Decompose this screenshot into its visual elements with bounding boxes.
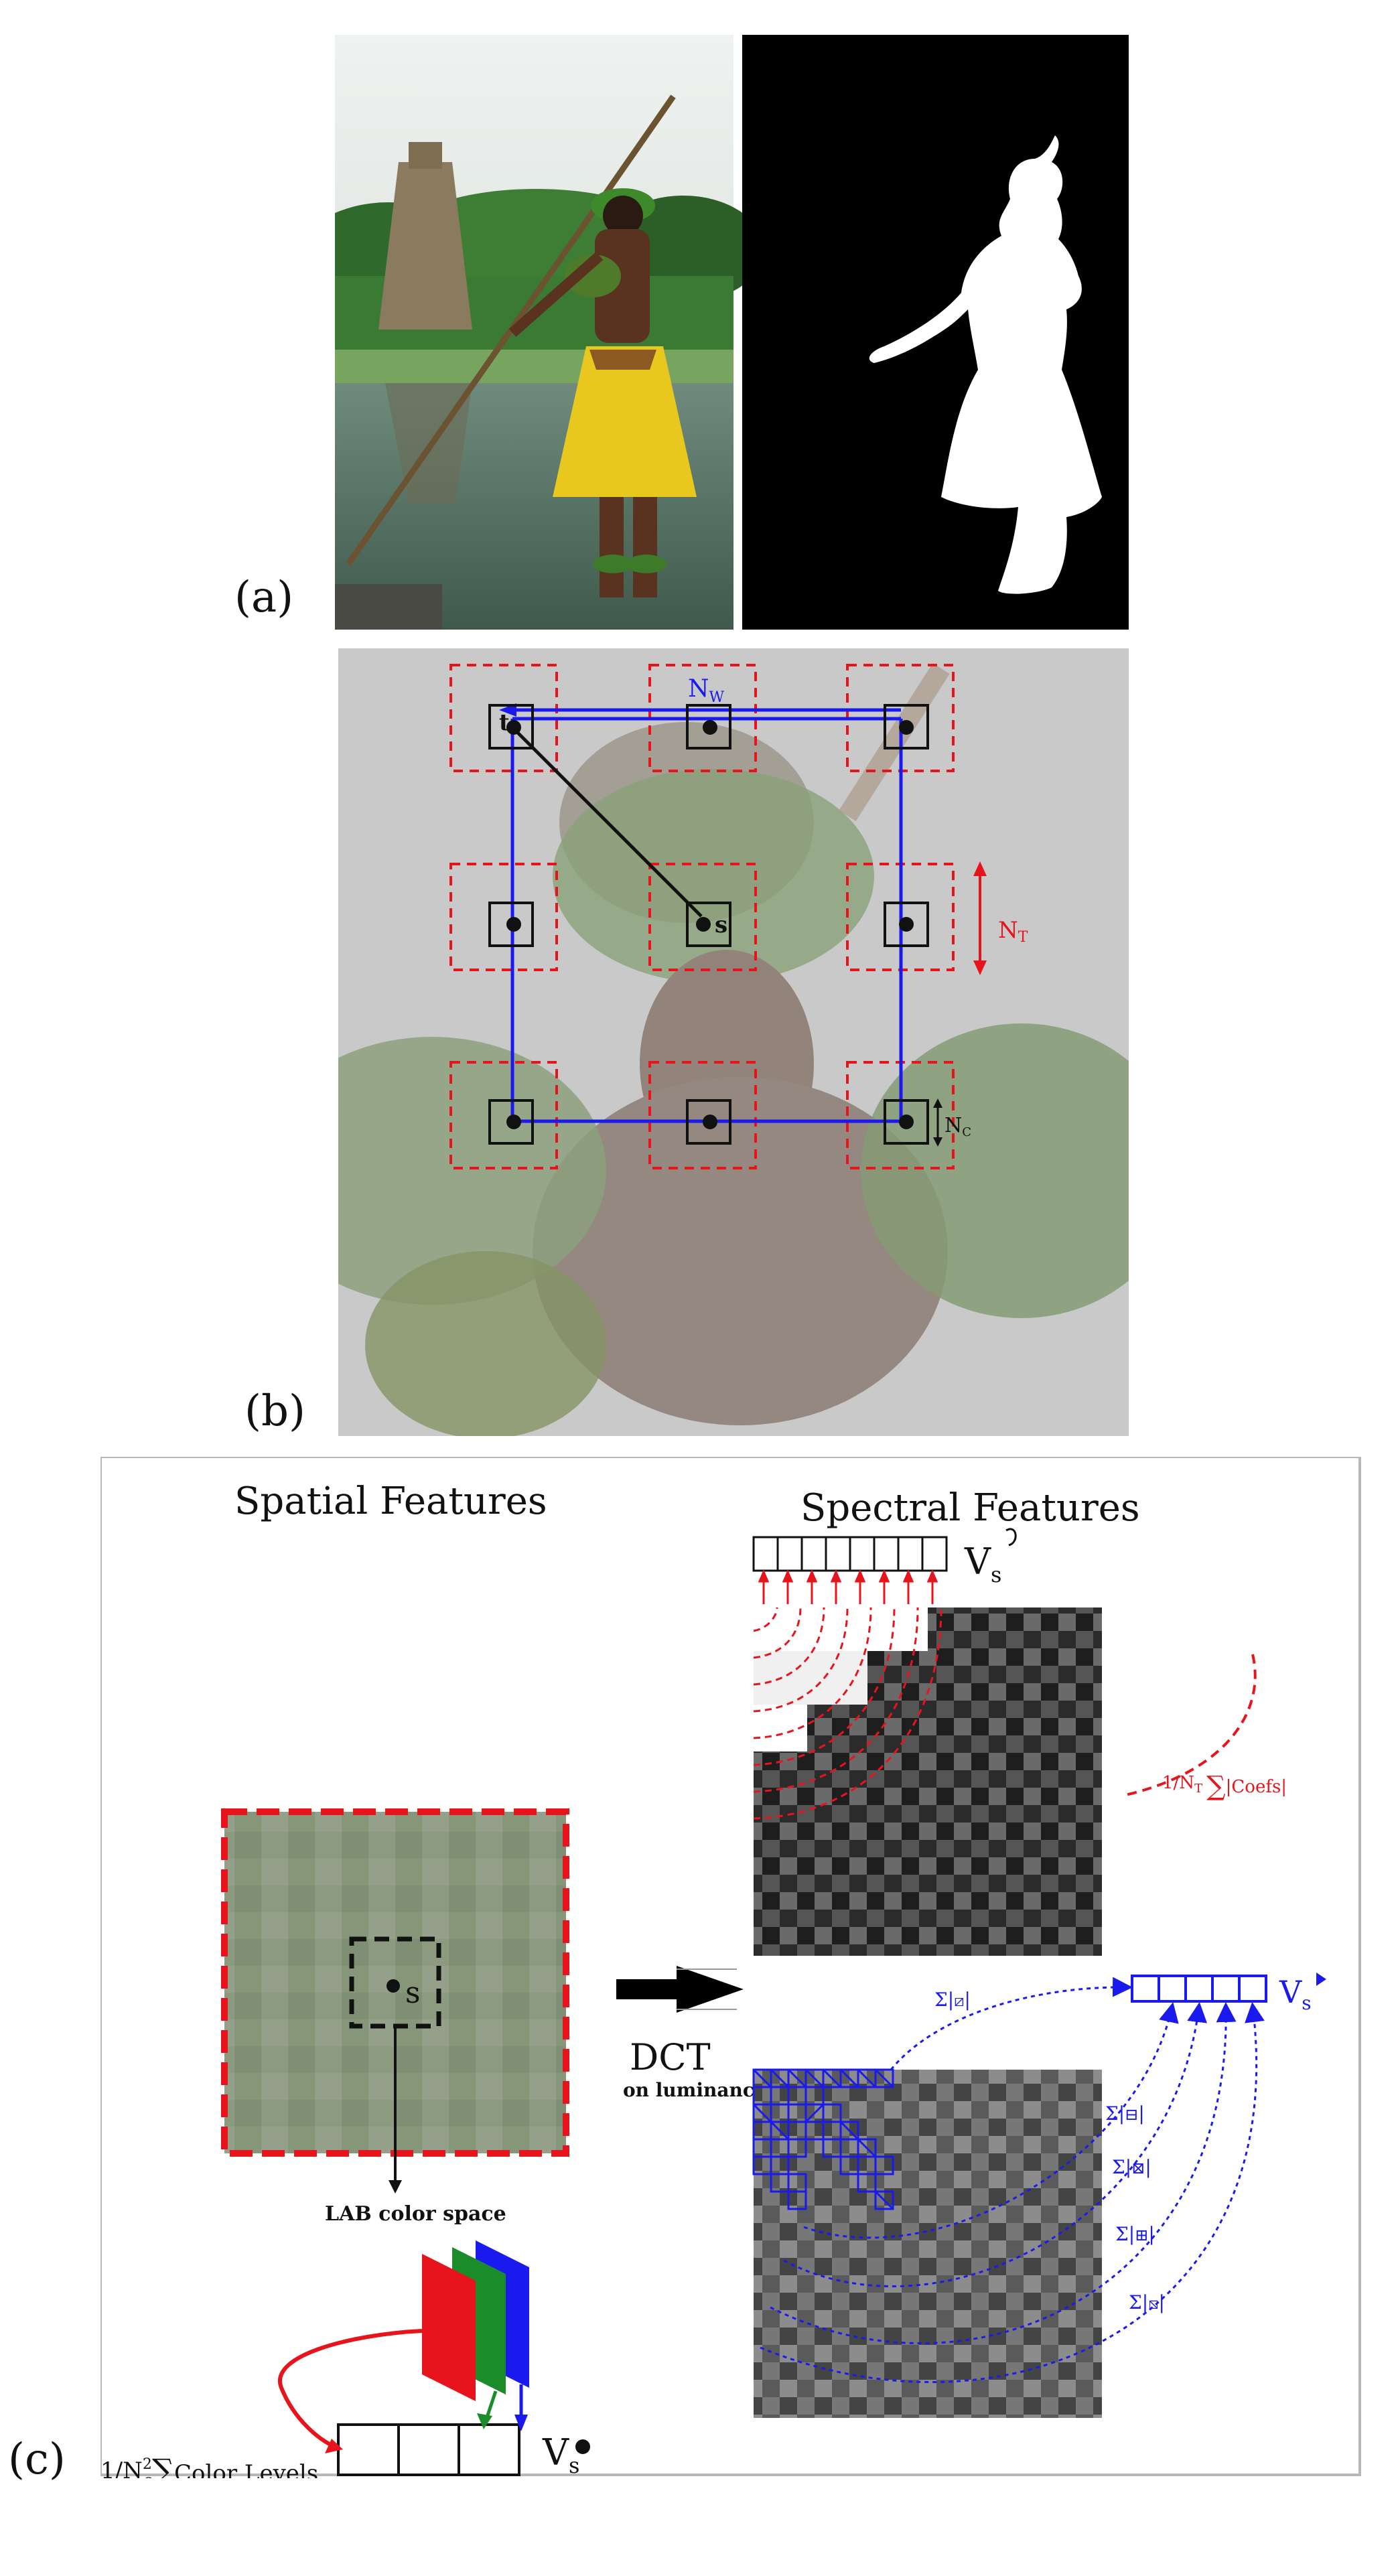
blue-sum-arrows [760,1977,1265,2383]
nc-label: NC [944,1114,971,1139]
panel-b: t s NW NT NC [258,648,1182,1439]
window-box [449,1061,558,1169]
color-vector-marker [575,2439,590,2454]
vs-color-label: Vs [542,2431,579,2478]
blurred-photo-background [258,648,1182,1439]
panel-c-diagram: Spatial Features Spectral Features s LAB… [99,1455,1361,2489]
nt-label: NT [998,917,1028,946]
window-box [449,664,558,772]
window-box [449,863,558,971]
svg-text:Σ|⊠|: Σ|⊠| [1112,2156,1151,2178]
dct-sub-label: on luminance [623,2079,766,2101]
s-label: s [715,912,727,938]
panel-a [295,35,1129,630]
spectral-features-title: Spectral Features [800,1486,1140,1530]
panel-b-label: (b) [244,1386,305,1436]
low-frequency-highlight [754,1607,928,1751]
svg-text:Σ|⧄|: Σ|⧄| [934,1989,971,2011]
lab-label: LAB color space [325,2202,506,2226]
panel-b-diagram: t s NW NT NC [258,648,1182,1439]
photo-dancer-image [295,35,764,630]
sample-points [488,704,929,1145]
dct-arrow [616,1966,744,2013]
coef-sum-arrow [1125,1654,1257,1796]
center-dot [387,1979,400,1993]
l-channel-arrow [278,2329,423,2449]
window-box [648,863,757,971]
dct-coefficients-bottom [754,2070,1102,2418]
nc-arrow [933,1098,942,1147]
red-coef-arrows [758,1569,938,1604]
panel-a-label: (a) [234,573,294,622]
sigma-labels: Σ|⧄| Σ|⊟| Σ|⊠| Σ|⊞| Σ|⧅| [934,1989,1165,2313]
s-center-label: s [405,1976,421,2010]
sample-point-dots [506,720,914,1129]
vs-spectral-top-label: Vs [964,1541,1001,1587]
blue-coef-grid [752,2068,894,2210]
t-label: t [499,709,510,736]
nw-label: NW [688,675,725,706]
l-channel-plane [422,2254,476,2401]
svg-text:Σ|⊟|: Σ|⊟| [1105,2102,1145,2125]
vs-spectral-bottom-label: Vs [1279,1974,1312,2014]
panel-c-label: (c) [8,2435,66,2484]
nt-arrow [973,861,987,975]
coef-formula: 1/NT∑|Coefs| [1162,1771,1287,1802]
rotate-icon [1005,1528,1017,1547]
panel-a-images [295,35,1129,630]
dct-label: DCT [630,2036,711,2078]
panel-c: Spatial Features Spectral Features s LAB… [99,1455,1363,2489]
sampling-grid-lines [499,703,903,1123]
svg-text:Σ|⊞|: Σ|⊞| [1115,2223,1155,2245]
vector-cell [337,2423,400,2476]
t-to-s-line [511,726,703,918]
vector-cell [458,2423,520,2476]
vs-bottom-marker [1316,1973,1326,1986]
segmentation-mask-image [742,35,1129,630]
vector-cell [397,2423,460,2476]
svg-text:Σ|⧅|: Σ|⧅| [1129,2291,1165,2313]
window-box [648,1061,757,1169]
spectral-vector-top [752,1536,948,1572]
red-dashed-arcs [753,1607,942,1820]
spectral-vector-bottom [1131,1975,1267,2003]
spatial-features-title: Spatial Features [234,1480,547,1523]
